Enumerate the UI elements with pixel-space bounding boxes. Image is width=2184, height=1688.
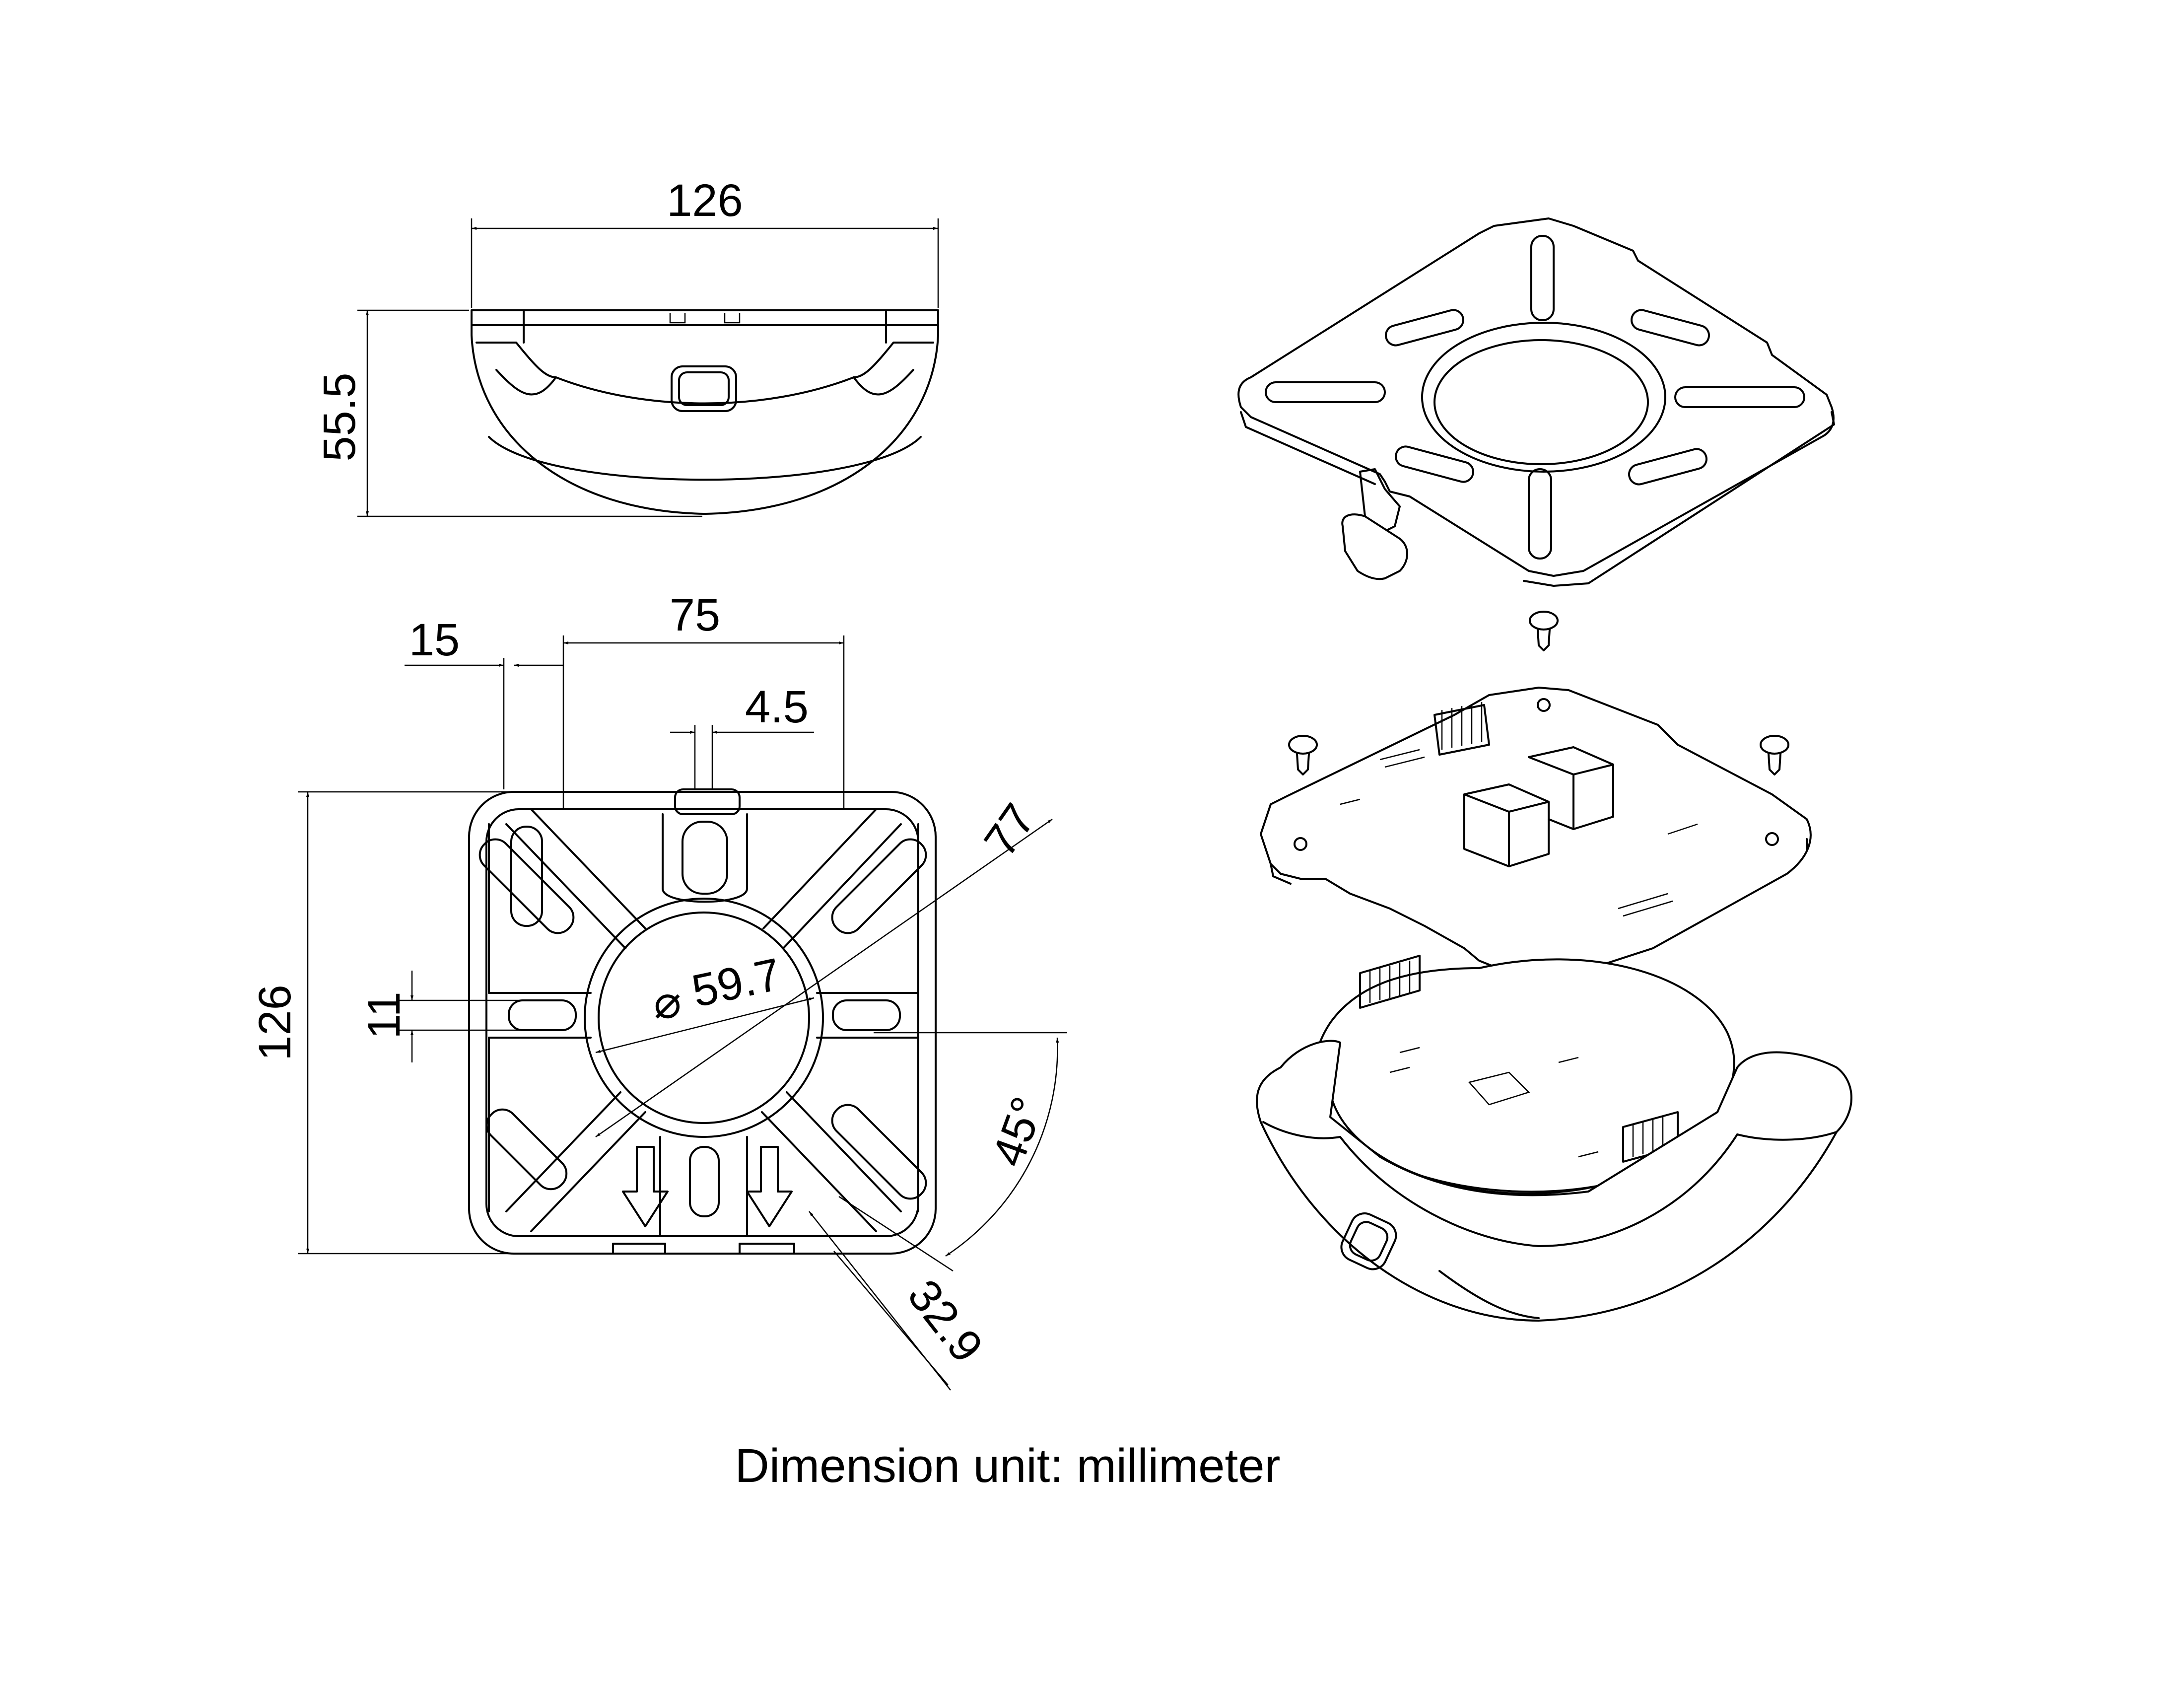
front-view: 126 55.5	[314, 175, 939, 517]
front-width-dim: 126	[667, 175, 743, 226]
screw-icon	[1529, 611, 1559, 651]
dim-diameter: 59.7	[687, 949, 785, 1017]
diameter-symbol: ⌀	[654, 977, 681, 1028]
arrow-icon	[622, 1146, 793, 1227]
dim-angle: 45°	[982, 1091, 1053, 1173]
mounting-plate	[1237, 217, 1835, 587]
center-opening	[584, 898, 824, 1138]
dim-126-vertical: 126	[250, 985, 300, 1061]
ethernet-port-icon	[1463, 746, 1614, 867]
dim-11: 11	[359, 991, 410, 1039]
base-housing	[1256, 1040, 1852, 1322]
cable-opening	[671, 365, 737, 412]
caption: Dimension unit: millimeter	[735, 1439, 1281, 1492]
dim-77: 77	[974, 795, 1045, 865]
latch-clip	[1341, 468, 1408, 580]
connector-icon	[1359, 955, 1421, 1009]
cable-opening-iso	[1340, 1212, 1397, 1270]
screw-icon-3	[1760, 735, 1789, 775]
front-height-dim: 55.5	[314, 372, 365, 461]
dim-32-9: 32.9	[898, 1270, 993, 1372]
dim-4-5: 4.5	[745, 682, 809, 732]
circuit-board	[1260, 687, 1812, 982]
screw-icon-2	[1288, 735, 1318, 775]
pin-header-icon	[1433, 702, 1490, 756]
exploded-view	[1237, 217, 1852, 1322]
dim-15: 15	[409, 615, 460, 665]
dim-75: 75	[670, 590, 720, 640]
bottom-view: 15 75 4.5 77 ⌀ 59.7 11 126 45°	[250, 590, 1067, 1391]
